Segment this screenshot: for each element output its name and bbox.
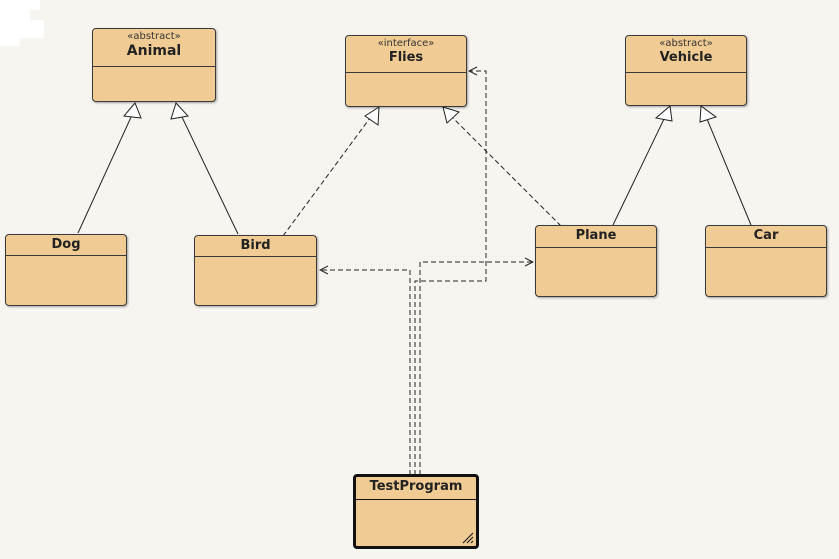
class-testprogram[interactable]: TestProgram [353, 474, 479, 549]
class-vehicle[interactable]: «abstract» Vehicle [625, 35, 747, 106]
resize-grip-icon[interactable] [462, 532, 474, 544]
class-vehicle-name: Vehicle [659, 50, 713, 65]
corner-marker-icon [0, 0, 44, 46]
class-flies[interactable]: «interface» Flies [345, 35, 467, 107]
class-animal-stereotype: «abstract» [127, 31, 181, 42]
class-vehicle-header: «abstract» Vehicle [626, 36, 746, 73]
class-animal-name: Animal [126, 43, 182, 59]
class-plane-name: Plane [575, 228, 617, 243]
class-testprogram-name: TestProgram [369, 479, 463, 494]
class-bird-header: Bird [195, 236, 316, 257]
edge-testprogram-flies[interactable] [414, 71, 487, 475]
class-flies-stereotype: «interface» [377, 38, 435, 49]
class-bird[interactable]: Bird [194, 235, 317, 306]
edge-plane-vehicle[interactable] [612, 105, 673, 226]
class-plane[interactable]: Plane [535, 225, 657, 297]
edge-bird-flies[interactable] [282, 106, 380, 237]
class-bird-name: Bird [240, 238, 271, 253]
class-testprogram-header: TestProgram [356, 477, 476, 500]
edge-testprogram-plane[interactable] [419, 262, 533, 475]
class-flies-name: Flies [388, 50, 424, 65]
class-flies-header: «interface» Flies [346, 36, 466, 73]
edge-plane-flies[interactable] [442, 106, 562, 227]
class-car-header: Car [706, 226, 826, 248]
edge-car-vehicle[interactable] [699, 105, 752, 226]
class-plane-header: Plane [536, 226, 656, 248]
edge-testprogram-bird[interactable] [320, 270, 411, 475]
class-animal[interactable]: «abstract» Animal [92, 28, 216, 102]
class-car[interactable]: Car [705, 225, 827, 297]
class-dog[interactable]: Dog [5, 234, 127, 306]
class-car-name: Car [753, 228, 779, 243]
class-dog-name: Dog [51, 237, 81, 252]
class-animal-header: «abstract» Animal [93, 29, 215, 67]
class-vehicle-stereotype: «abstract» [659, 38, 713, 49]
class-dog-header: Dog [6, 235, 126, 256]
edge-bird-animal[interactable] [170, 102, 239, 235]
edge-dog-animal[interactable] [77, 102, 142, 234]
